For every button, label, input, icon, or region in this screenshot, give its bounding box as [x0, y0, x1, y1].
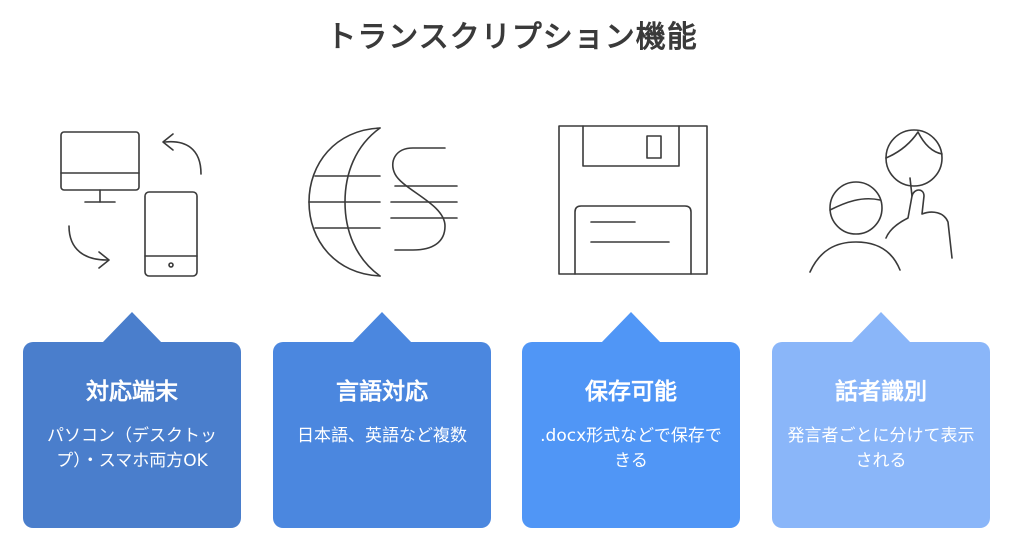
speakers-icon [800, 118, 970, 288]
card-pointer [102, 312, 162, 343]
card-pointer [851, 312, 911, 343]
feature-title: 保存可能 [585, 379, 677, 405]
feature-card-speaker-id: 話者識別 発言者ごとに分けて表示される [772, 312, 990, 528]
feature-card-language: 言語対応 日本語、英語など複数 [273, 312, 491, 528]
feature-card-save: 保存可能 .docx形式などで保存できる [522, 312, 740, 528]
diagram-title: トランスクリプション機能 [326, 20, 698, 55]
floppy-disk-icon [545, 118, 715, 288]
globe-language-icon [295, 118, 465, 288]
devices-sync-icon [45, 118, 215, 288]
feature-title: 話者識別 [835, 379, 927, 405]
feature-description: .docx形式などで保存できる [540, 426, 722, 471]
feature-description: パソコン（デスクトップ）・スマホ両方OK [47, 426, 217, 471]
feature-description: 日本語、英語など複数 [297, 426, 467, 446]
feature-card-devices: 対応端末 パソコン（デスクトップ）・スマホ両方OK [23, 312, 241, 528]
card-pointer [352, 312, 412, 343]
feature-description: 発言者ごとに分けて表示される [787, 426, 975, 471]
card-pointer [601, 312, 661, 343]
feature-title: 対応端末 [86, 379, 178, 405]
feature-title: 言語対応 [336, 379, 428, 405]
